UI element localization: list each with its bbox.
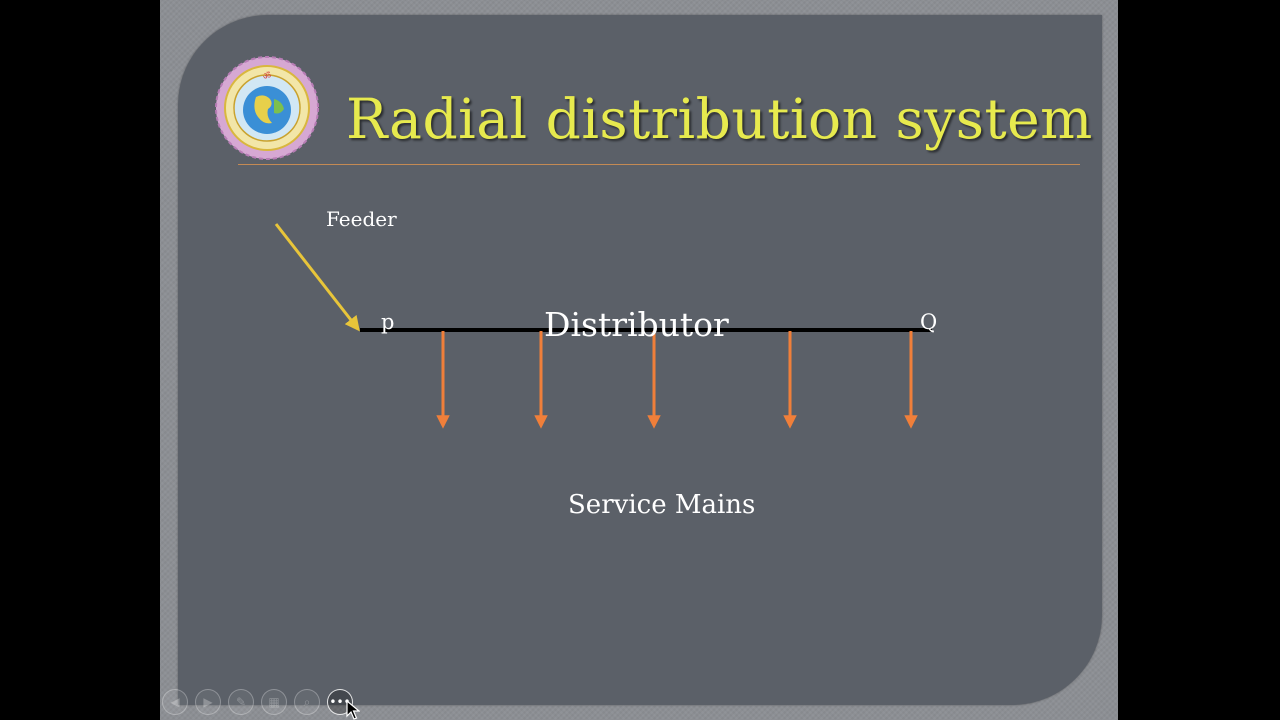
- slide-content-panel: ॐ Radial distribution system Feeder p Q: [178, 15, 1102, 705]
- distributor-label: Distributor: [544, 305, 729, 344]
- magnifier-icon: ⌕: [303, 695, 311, 709]
- pen-button[interactable]: ✎: [228, 689, 254, 715]
- title-divider: [238, 164, 1080, 165]
- pen-icon: ✎: [235, 695, 247, 709]
- arrow-right-icon: ▶: [203, 695, 213, 709]
- zoom-button[interactable]: ⌕: [294, 689, 320, 715]
- feeder-arrow: [274, 223, 360, 332]
- radial-distribution-diagram: [274, 223, 932, 429]
- see-all-slides-button[interactable]: ▦: [261, 689, 287, 715]
- slideshow-controls: ◀ ▶ ✎ ▦ ⌕ •••: [162, 688, 353, 716]
- end-node-label: Q: [920, 310, 938, 334]
- slide-title: Radial distribution system: [346, 87, 1093, 151]
- arrow-left-icon: ◀: [170, 695, 180, 709]
- slide-frame: ॐ Radial distribution system Feeder p Q: [160, 0, 1118, 720]
- mouse-cursor-icon: [346, 700, 360, 720]
- feeder-label: Feeder: [326, 207, 397, 231]
- start-node-label: p: [381, 310, 395, 334]
- grid-icon: ▦: [268, 695, 280, 709]
- service-mains-label: Service Mains: [568, 490, 756, 520]
- institute-logo: ॐ: [215, 56, 319, 160]
- previous-slide-button[interactable]: ◀: [162, 689, 188, 715]
- next-slide-button[interactable]: ▶: [195, 689, 221, 715]
- ellipsis-icon: •••: [329, 695, 351, 709]
- svg-text:ॐ: ॐ: [263, 71, 271, 82]
- more-options-button[interactable]: •••: [327, 689, 353, 715]
